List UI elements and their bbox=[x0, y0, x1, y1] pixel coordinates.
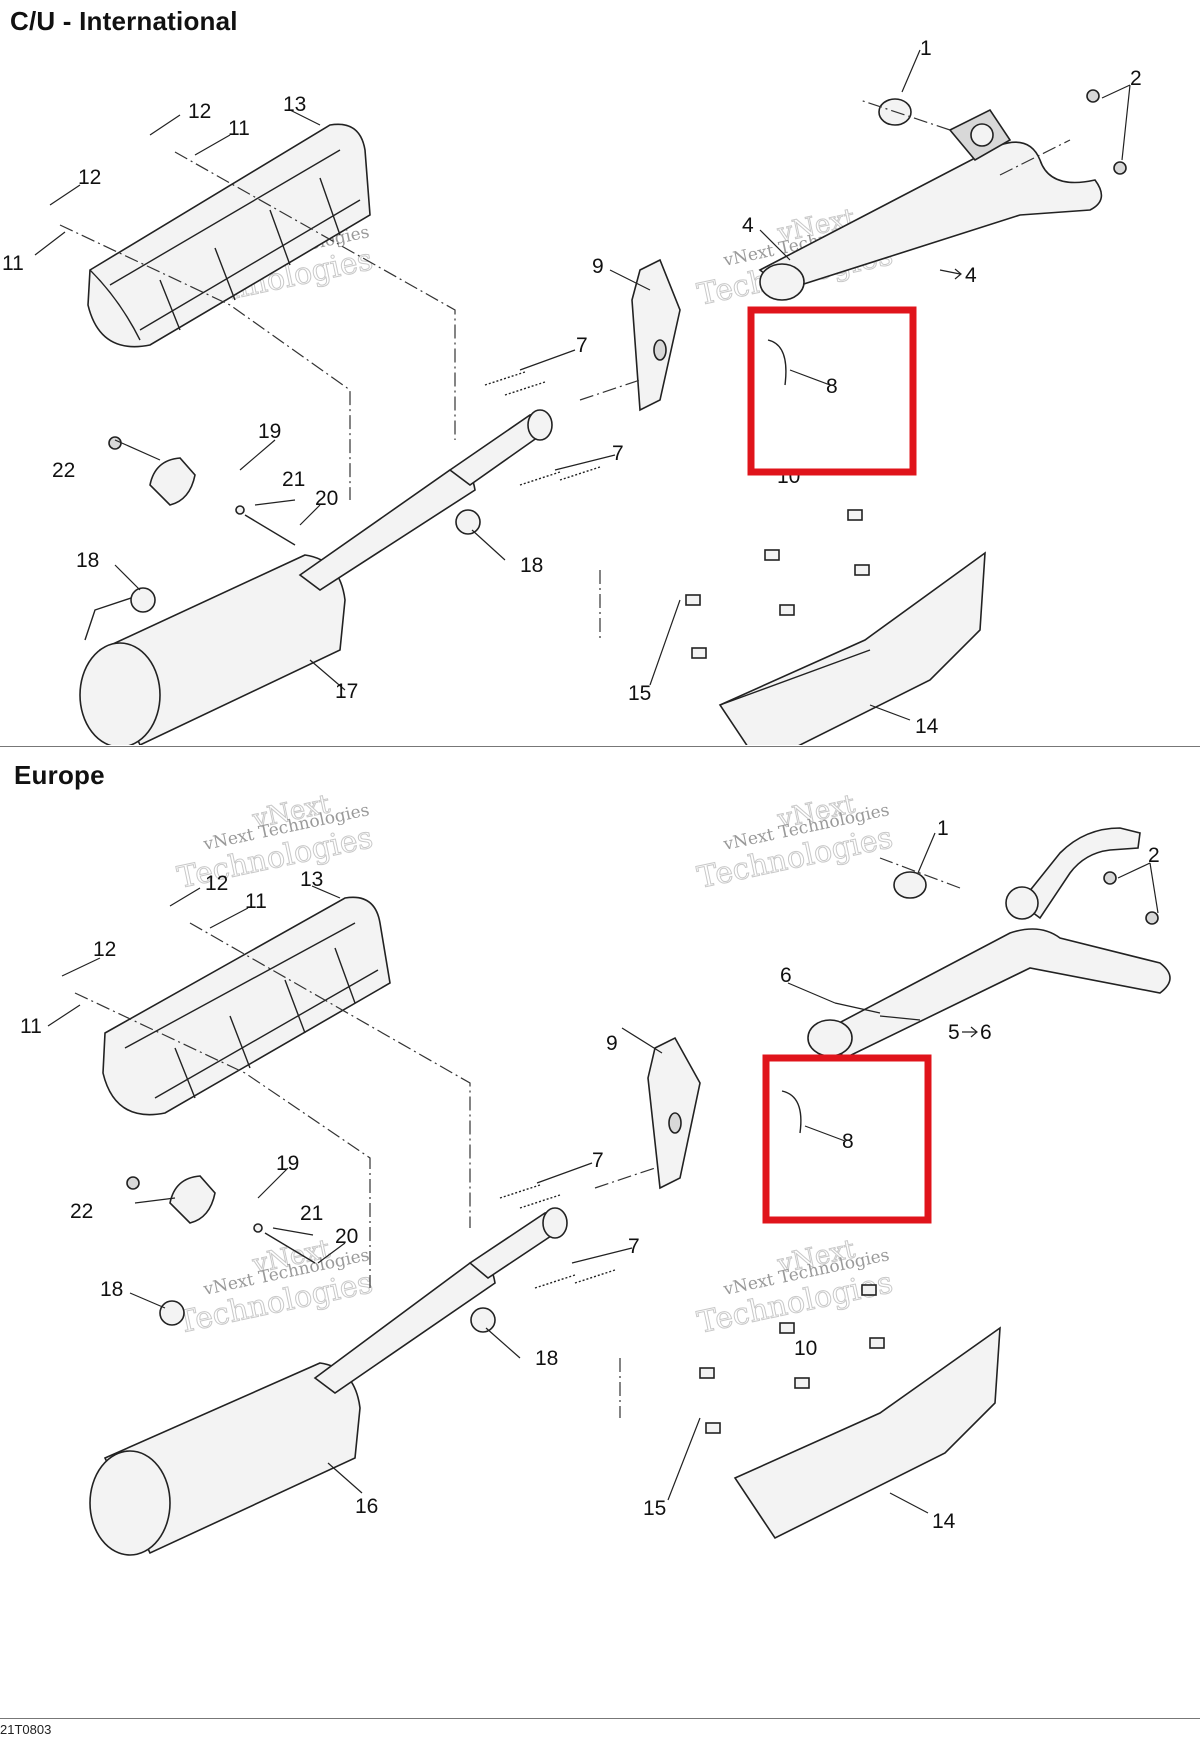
callout-11b-eu: 11 bbox=[20, 1015, 42, 1038]
callout-8: 8 bbox=[826, 375, 838, 398]
section-title-europe: Europe bbox=[14, 760, 105, 790]
clamp-19 bbox=[149, 457, 196, 506]
callout-12b-eu: 12 bbox=[93, 938, 116, 961]
callout-4: 4 bbox=[742, 214, 754, 237]
footer-divider bbox=[0, 1718, 1200, 1719]
washer-21 bbox=[235, 505, 245, 515]
watermark-6: vNext vNext Technologies Technologies bbox=[694, 1234, 896, 1342]
callout-20-eu: 20 bbox=[335, 1225, 358, 1248]
nut-2b-eu bbox=[1145, 911, 1159, 925]
callout-21-eu: 21 bbox=[300, 1202, 323, 1225]
callout-10: 10 bbox=[777, 465, 800, 488]
callout-14: 14 bbox=[915, 715, 939, 738]
nut-2b bbox=[1113, 161, 1127, 175]
nut-22 bbox=[108, 436, 122, 450]
callout-12a-eu: 12 bbox=[205, 872, 228, 895]
callout-13-eu: 13 bbox=[300, 868, 323, 891]
callout-7b: 7 bbox=[612, 442, 624, 465]
heat-shield-13 bbox=[87, 123, 371, 348]
callout-14-eu: 14 bbox=[932, 1510, 956, 1533]
bolt-20 bbox=[244, 514, 296, 546]
grommet-18b-eu bbox=[159, 1300, 185, 1326]
callout-22: 22 bbox=[52, 459, 75, 482]
callout-2-eu: 2 bbox=[1148, 844, 1160, 867]
bolt-20-eu bbox=[264, 1232, 316, 1264]
callout-18b: 18 bbox=[76, 549, 99, 572]
callout-11a-eu: 11 bbox=[245, 890, 267, 913]
ref-arrow-4 bbox=[939, 269, 961, 275]
highlight-box-8 bbox=[747, 306, 917, 476]
callout-10-eu: 10 bbox=[794, 1337, 817, 1360]
callout-21: 21 bbox=[282, 468, 305, 491]
callout-16: 16 bbox=[355, 1495, 378, 1518]
section-divider bbox=[0, 746, 1200, 747]
callout-9: 9 bbox=[592, 255, 604, 278]
springs-7 bbox=[484, 371, 601, 486]
callout-19: 19 bbox=[258, 420, 281, 443]
grommet-18b bbox=[130, 587, 156, 613]
heat-shield-14-eu bbox=[733, 1326, 1001, 1540]
callout-11a: 11 bbox=[228, 117, 250, 140]
callout-7a-eu: 7 bbox=[592, 1149, 604, 1172]
callout-11b: 11 bbox=[2, 252, 24, 275]
callouts-international: 1 2 4 4 7 7 8 9 10 11 11 12 12 13 14 15 … bbox=[2, 37, 1142, 738]
callout-18b-eu: 18 bbox=[100, 1278, 123, 1301]
callout-7a: 7 bbox=[576, 334, 588, 357]
clips-15-eu bbox=[699, 1284, 885, 1434]
heat-shield-14 bbox=[718, 551, 986, 745]
bracket-9 bbox=[631, 258, 681, 412]
callout-8-eu: 8 bbox=[842, 1130, 854, 1153]
clips-15 bbox=[685, 509, 870, 659]
callout-18a: 18 bbox=[520, 554, 543, 577]
heat-shield-13-eu bbox=[102, 896, 391, 1116]
washer-21-eu bbox=[253, 1223, 263, 1233]
hose-8 bbox=[767, 339, 787, 386]
highlight-box-8-eu bbox=[762, 1054, 932, 1224]
nut-22-eu bbox=[126, 1176, 140, 1190]
diagram-code: 21T0803 bbox=[0, 1722, 52, 1737]
exploded-diagram-europe: vNext vNext Technologies Technologies vN… bbox=[20, 789, 1171, 1556]
head-pipe bbox=[758, 108, 1103, 301]
callout-1: 1 bbox=[920, 37, 932, 60]
callout-4-ref: 4 bbox=[965, 264, 977, 287]
nut-2a-eu bbox=[1103, 871, 1117, 885]
watermark-4: vNext vNext Technologies Technologies bbox=[694, 789, 896, 897]
callout-18a-eu: 18 bbox=[535, 1347, 558, 1370]
callout-6-ref-eu: 6 bbox=[980, 1021, 992, 1044]
callout-5-eu: 5 bbox=[948, 1021, 960, 1044]
exploded-diagram-international: vNext vNext Technologies Technologies vN… bbox=[2, 37, 1142, 745]
callout-19-eu: 19 bbox=[276, 1152, 299, 1175]
section-title-international: C/U - International bbox=[10, 6, 238, 36]
springs-7-eu bbox=[499, 1184, 616, 1289]
callout-22-eu: 22 bbox=[70, 1200, 93, 1223]
callout-9-eu: 9 bbox=[606, 1032, 618, 1055]
clamp-19-eu bbox=[169, 1175, 216, 1224]
muffler-16 bbox=[89, 1207, 568, 1556]
callout-13: 13 bbox=[283, 93, 306, 116]
nut-2a bbox=[1086, 89, 1100, 103]
grommet-18a-eu bbox=[470, 1307, 496, 1333]
grommet-18a bbox=[455, 509, 481, 535]
callout-17: 17 bbox=[335, 680, 358, 703]
callout-15: 15 bbox=[628, 682, 651, 705]
callout-20: 20 bbox=[315, 487, 338, 510]
callouts-europe: 1 2 5 6 6 7 7 8 9 10 11 11 12 12 13 14 1… bbox=[20, 817, 1160, 1533]
callout-7b-eu: 7 bbox=[628, 1235, 640, 1258]
hose-8-eu bbox=[781, 1090, 802, 1134]
ref-arrow-5-6 bbox=[962, 1026, 978, 1038]
watermark-5: vNext vNext Technologies Technologies bbox=[174, 1234, 376, 1342]
spring-6-eu bbox=[834, 1002, 881, 1014]
callout-15-eu: 15 bbox=[643, 1497, 666, 1520]
muffler-17 bbox=[79, 409, 553, 745]
callout-6-eu: 6 bbox=[780, 964, 792, 987]
callout-2: 2 bbox=[1130, 67, 1142, 90]
head-pipe-eu bbox=[807, 827, 1171, 1059]
callout-1-eu: 1 bbox=[937, 817, 949, 840]
gasket-1-eu bbox=[893, 871, 927, 899]
callout-12a: 12 bbox=[188, 100, 211, 123]
callout-12b: 12 bbox=[78, 166, 101, 189]
